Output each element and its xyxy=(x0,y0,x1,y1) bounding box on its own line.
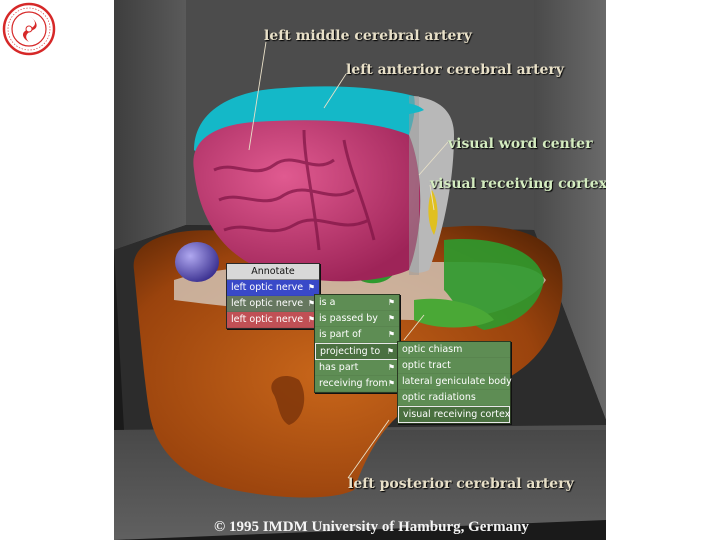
flag-arrow-icon: ⚑ xyxy=(307,315,315,324)
label-left-middle-cerebral-artery: left middle cerebral artery xyxy=(264,28,472,44)
relation-menu-item[interactable]: receiving from ⚑ xyxy=(315,376,399,392)
relation-menu-item-label: is part of xyxy=(319,329,362,340)
relation-menu-item-label: projecting to xyxy=(320,346,381,357)
annotate-menu-item[interactable]: left optic nerve ⚑ xyxy=(227,312,319,328)
relation-menu: is a ⚑ is passed by ⚑ is part of ⚑ proje… xyxy=(314,294,400,393)
relation-menu-item[interactable]: is part of ⚑ xyxy=(315,327,399,343)
target-menu-item[interactable]: optic radiations xyxy=(398,390,510,406)
target-menu-item-highlighted[interactable]: visual receiving cortex xyxy=(398,406,510,423)
flag-arrow-icon: ⚑ xyxy=(307,299,315,308)
relation-menu-item[interactable]: has part ⚑ xyxy=(315,360,399,376)
university-seal-icon xyxy=(2,2,56,56)
flag-arrow-icon: ⚑ xyxy=(387,379,395,388)
flag-arrow-icon: ⚑ xyxy=(387,314,395,323)
flag-arrow-icon: ⚑ xyxy=(387,330,395,339)
annotate-menu-item[interactable]: left optic nerve ⚑ xyxy=(227,296,319,312)
annotate-menu: Annotate left optic nerve ⚑ left optic n… xyxy=(226,263,320,329)
annotate-menu-title: Annotate xyxy=(227,264,319,280)
target-menu-item-label: visual receiving cortex xyxy=(403,409,511,420)
target-menu-item-label: optic chiasm xyxy=(402,344,463,355)
label-visual-receiving-cortex: visual receiving cortex xyxy=(430,176,606,192)
annotate-menu-item-label: left optic nerve xyxy=(231,282,304,293)
target-menu-item[interactable]: optic tract xyxy=(398,358,510,374)
target-menu: optic chiasm optic tract lateral genicul… xyxy=(397,341,512,424)
flag-arrow-icon: ⚑ xyxy=(387,363,395,372)
target-menu-item[interactable]: optic chiasm xyxy=(398,342,510,358)
relation-menu-item-label: is passed by xyxy=(319,313,378,324)
annotate-menu-item-label: left optic nerve xyxy=(231,298,304,309)
brain-visualization: left middle cerebral artery left anterio… xyxy=(114,0,606,540)
target-menu-item[interactable]: lateral geniculate body xyxy=(398,374,512,390)
label-left-anterior-cerebral-artery: left anterior cerebral artery xyxy=(346,62,564,78)
flag-arrow-icon: ⚑ xyxy=(386,347,394,356)
flag-arrow-icon: ⚑ xyxy=(307,283,315,292)
relation-menu-item[interactable]: is a ⚑ xyxy=(315,295,399,311)
annotate-menu-item-label: left optic nerve xyxy=(231,314,304,325)
relation-menu-item-label: receiving from xyxy=(319,378,388,389)
target-menu-item-label: optic tract xyxy=(402,360,451,371)
relation-menu-item-highlighted[interactable]: projecting to ⚑ xyxy=(315,343,399,360)
annotate-menu-item[interactable]: left optic nerve ⚑ xyxy=(227,280,319,296)
brain-rendering xyxy=(114,0,606,540)
copyright-notice: © 1995 IMDM University of Hamburg, Germa… xyxy=(214,519,529,535)
relation-menu-item-label: is a xyxy=(319,297,336,308)
label-visual-word-center: visual word center xyxy=(448,136,593,152)
target-menu-item-label: optic radiations xyxy=(402,392,476,403)
relation-menu-item-label: has part xyxy=(319,362,359,373)
label-left-posterior-cerebral-artery: left posterior cerebral artery xyxy=(348,476,574,492)
target-menu-item-label: lateral geniculate body xyxy=(402,376,512,387)
relation-menu-item[interactable]: is passed by ⚑ xyxy=(315,311,399,327)
flag-arrow-icon: ⚑ xyxy=(387,298,395,307)
